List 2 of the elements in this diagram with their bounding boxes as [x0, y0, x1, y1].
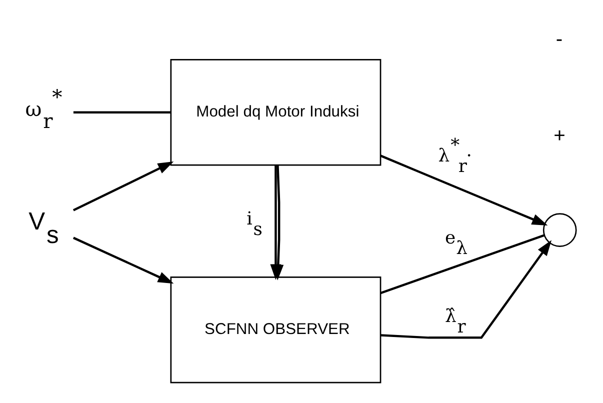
- label: -: [556, 28, 563, 51]
- label: +: [554, 124, 566, 147]
